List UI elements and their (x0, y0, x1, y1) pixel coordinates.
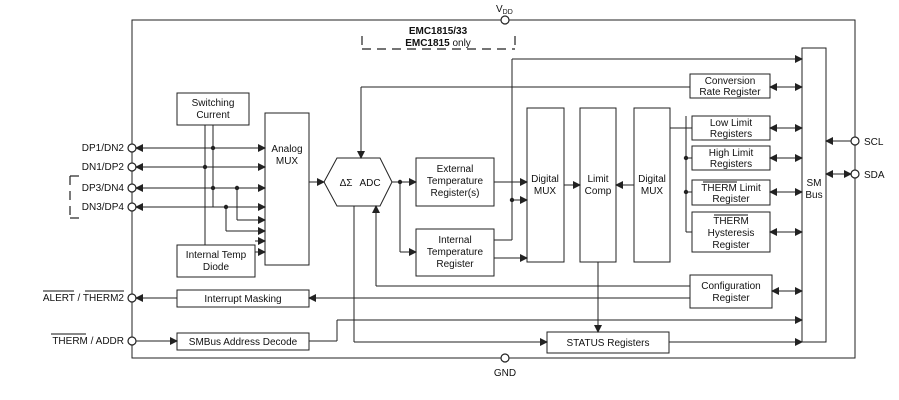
svg-text:MUX: MUX (534, 186, 557, 197)
svg-text:Digital: Digital (638, 174, 666, 185)
svg-text:STATUS Registers: STATUS Registers (567, 338, 650, 349)
digital-mux-2-block: Digital MUX (633, 107, 671, 263)
adc-label: ADC (359, 178, 380, 189)
pin-alert-therm2-label: ALERT / THERM2 (43, 293, 125, 304)
external-temperature-register-block: External Temperature Register(s) (415, 157, 495, 207)
svg-text:Temperature: Temperature (427, 247, 484, 258)
svg-text:Register: Register (712, 293, 750, 304)
gnd-label: GND (494, 368, 516, 379)
left-pins: DP1/DN2 DN1/DP2 DP3/DN4 DN3/DP4 ALERT / … (43, 143, 137, 347)
svg-text:SM: SM (807, 178, 822, 189)
svg-text:External: External (437, 164, 474, 175)
svg-text:MUX: MUX (641, 186, 664, 197)
svg-text:High Limit: High Limit (709, 148, 754, 159)
switching-current-block: Switching Current (176, 92, 250, 126)
svg-text:Hysteresis: Hysteresis (708, 228, 755, 239)
svg-text:Diode: Diode (203, 262, 230, 273)
therm-hysteresis-register-block: THERM Hysteresis Register (691, 211, 771, 253)
svg-text:Rate Register: Rate Register (699, 87, 761, 98)
pin-dn3-dp4-label: DN3/DP4 (82, 202, 125, 213)
smbus-address-decode-block: SMBus Address Decode (176, 332, 310, 351)
svg-text:Register: Register (712, 240, 750, 251)
svg-text:SMBus Address Decode: SMBus Address Decode (189, 337, 298, 348)
variant-line1: EMC1815/33 (409, 26, 468, 37)
low-limit-registers-block: Low Limit Registers (691, 115, 771, 141)
svg-text:Current: Current (196, 110, 230, 121)
pin-dp3-dn4-label: DP3/DN4 (82, 183, 125, 194)
pin-scl[interactable] (850, 136, 860, 146)
svg-text:THERM Limit: THERM Limit (701, 183, 761, 194)
svg-text:Comp: Comp (585, 186, 612, 197)
high-limit-registers-block: High Limit Registers (691, 145, 771, 171)
svg-text:Internal: Internal (438, 235, 471, 246)
vdd-label: VDD (496, 4, 513, 16)
svg-text:THERM: THERM (713, 216, 749, 227)
pin-scl-label: SCL (864, 137, 884, 148)
therm-limit-register-block: THERM Limit Register (691, 179, 771, 206)
svg-text:Registers: Registers (710, 159, 752, 170)
pin-alert-therm2[interactable] (127, 293, 137, 303)
signal-wires (135, 55, 852, 346)
variant-note: EMC1815/33 EMC1815 only (361, 26, 516, 50)
pin-dp3-dn4[interactable] (127, 183, 137, 193)
interrupt-masking-block: Interrupt Masking (176, 289, 310, 308)
pin-dp1-dn2-label: DP1/DN2 (82, 143, 125, 154)
adc-block: ΔΣ ADC (323, 157, 393, 207)
svg-text:Temperature: Temperature (427, 176, 484, 187)
pin-sda-label: SDA (864, 170, 885, 181)
alert-label: ALERT (43, 293, 75, 304)
internal-temp-diode-block: Internal Temp Diode (176, 244, 256, 278)
pin-sda[interactable] (850, 169, 860, 179)
svg-text:Register(s): Register(s) (431, 188, 480, 199)
vdd-pin (500, 15, 510, 25)
pin-therm-addr[interactable] (127, 336, 137, 346)
digital-mux-1-block: Digital MUX (526, 107, 565, 263)
pin-dn1-dp2[interactable] (127, 162, 137, 172)
svg-text:Internal Temp: Internal Temp (186, 250, 247, 261)
therm2-label: THERM2 (83, 293, 125, 304)
pin-dn3-dp4[interactable] (127, 202, 137, 212)
svg-text:Bus: Bus (805, 190, 822, 201)
right-pins: SCL SDA (850, 136, 885, 181)
svg-text:Registers: Registers (710, 129, 752, 140)
therm-label: THERM (52, 336, 88, 347)
svg-text:Analog: Analog (271, 144, 302, 155)
svg-text:Low Limit: Low Limit (710, 118, 752, 129)
pin-therm-addr-label: THERM / ADDR (52, 336, 124, 347)
svg-text:Register: Register (436, 259, 474, 270)
conversion-rate-register-block: Conversion Rate Register (689, 73, 771, 99)
svg-text:Register: Register (712, 194, 750, 205)
configuration-register-block: Configuration Register (689, 274, 773, 309)
pin-dn1-dp2-label: DN1/DP2 (82, 162, 125, 173)
gnd-pin (500, 353, 510, 363)
svg-text:MUX: MUX (276, 156, 299, 167)
svg-text:Conversion: Conversion (705, 76, 756, 87)
svg-text:Limit: Limit (587, 174, 608, 185)
svg-text:Interrupt Masking: Interrupt Masking (204, 294, 281, 305)
svg-text:Switching: Switching (192, 98, 235, 109)
svg-text:Configuration: Configuration (701, 281, 760, 292)
status-registers-block: STATUS Registers (546, 331, 670, 354)
delta-sigma-label: ΔΣ (340, 178, 353, 189)
variant-line2: EMC1815 only (405, 38, 471, 49)
internal-temperature-register-block: Internal Temperature Register (415, 228, 495, 277)
analog-mux-block: Analog MUX (264, 112, 310, 266)
svg-text:Digital: Digital (531, 174, 559, 185)
limit-comp-block: Limit Comp (579, 107, 617, 263)
sm-bus-block: SM Bus (801, 47, 827, 343)
pin-dp1-dn2[interactable] (127, 143, 137, 153)
